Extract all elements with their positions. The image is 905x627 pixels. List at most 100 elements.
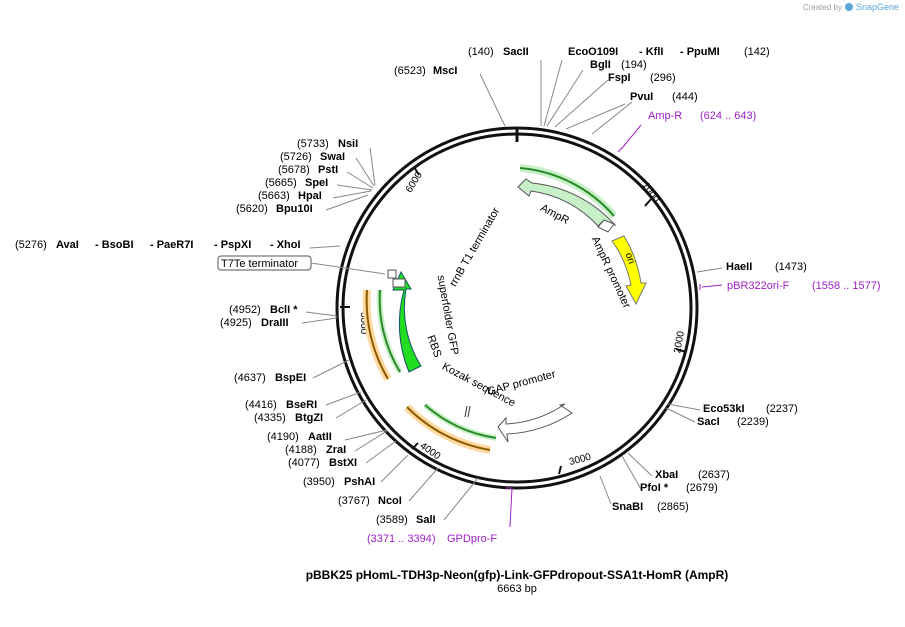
site-pshai-pos: (3950) [303,476,335,488]
site-bspei: BspEI [275,372,306,384]
site-spei: SpeI [305,177,328,189]
tick-label-2000: 2000 [672,330,687,354]
gap-promoter-arrow[interactable] [497,403,573,443]
site-pfoi: PfoI * [640,482,669,494]
tick-mark-6000 [413,166,420,176]
site-bseri-pos: (4416) [245,399,277,411]
site-psti: PstI [318,164,338,176]
site-bgli-pos: (194) [621,59,647,71]
site-nsii: NsiI [338,138,358,150]
credit-brand: SnapGene [855,2,899,12]
site-xbai: XbaI [655,469,678,481]
site-bpu10i-pos: (5620) [236,203,268,215]
site-snabi-pos: (2865) [657,501,689,513]
primer-pbr322ori-leader [699,284,723,290]
site-pspxi: - PspXI [214,239,251,251]
restriction-sites: (140) SacII EcoO109I - KflI - PpuMI (142… [15,46,807,526]
site-swai: SwaI [320,151,345,163]
primer-amp-r-leader [617,124,642,153]
site-sali: SalI [416,514,436,526]
site-pfoi-pos: (2679) [686,482,718,494]
rrnb-terminator-box[interactable] [392,278,406,288]
site-draiii: DraIII [261,317,289,329]
site-saci-pos: (2239) [737,416,769,428]
site-xbai-pos: (2637) [698,469,730,481]
orange-bottom-highlight-arc [404,404,491,454]
tick-mark-2000 [675,348,687,353]
site-avai-pos: (5276) [15,239,47,251]
primers: Amp-R (624 .. 643) pBR322ori-F (1558 .. … [367,110,881,545]
site-ppumi: - PpuMI [680,46,720,58]
site-ppumi-pos: (142) [744,46,770,58]
site-draiii-pos: (4925) [220,317,252,329]
site-spei-pos: (5665) [265,177,297,189]
site-msci: MscI [433,65,457,77]
tick-mark-4000 [411,442,419,450]
site-bgli: BglI [590,59,611,71]
primer-gpdpro-name: GPDpro-F [447,533,497,545]
kozak-marker [464,405,468,418]
site-leaders [301,59,723,521]
features: AmpR AmpR promoter ori GAP promoter Koza… [362,164,647,454]
site-eco53ki: Eco53kI [703,403,745,415]
ampr-feature-label: AmpR [538,202,571,227]
site-bspei-pos: (4637) [234,372,266,384]
tick-mark-3000 [558,465,562,475]
rbs-feature-label: RBS [424,334,443,359]
site-btgzi: BtgZI [295,412,323,424]
rrnb-terminator-label: rrnB T1 terminator [447,205,502,288]
tick-label-5000: 5000 [358,312,369,335]
site-bstxi-pos: (4077) [288,457,320,469]
primer-amp-r-name: Amp-R [648,110,682,122]
inner-left-line-arc [378,289,401,373]
plasmid-length: 6663 bp [497,583,537,595]
credit-prefix: Created by [802,2,842,12]
site-ecoo109i: EcoO109I [568,46,618,58]
tick-mark-1000 [644,197,653,207]
site-bseri: BseRI [286,399,317,411]
primer-amp-r-range: (624 .. 643) [700,110,756,122]
superfolder-gfp-arrow[interactable] [392,270,422,373]
site-aatii: AatII [308,431,332,443]
site-hpai-pos: (5663) [258,190,290,202]
ampr-line-arc [519,167,615,217]
primer-pbr322ori-name: pBR322ori-F [727,280,790,292]
site-haeii: HaeII [726,261,752,273]
ori-feature-arrow[interactable] [611,235,647,306]
primer-gpdpro-leader [506,487,513,528]
site-saci: SacI [697,416,720,428]
site-bcli: BclI * [270,304,298,316]
site-eco53ki-pos: (2237) [766,403,798,415]
t7te-terminator-label: T7Te terminator [221,258,298,270]
t7te-leader [310,262,386,275]
orange-left-line-arc [365,289,389,380]
site-bcli-pos: (4952) [229,304,261,316]
site-msci-pos: (6523) [394,65,426,77]
site-xhoi: - XhoI [270,239,301,251]
backbone-outer-circle [335,126,699,490]
site-psti-pos: (5678) [278,164,310,176]
site-haeii-pos: (1473) [775,261,807,273]
site-hpai: HpaI [298,190,322,202]
site-zrai-pos: (4188) [285,444,317,456]
site-bstxi: BstXI [329,457,357,469]
site-ncoi-pos: (3767) [338,495,370,507]
site-avai: AvaI [56,239,79,251]
site-fspi-pos: (296) [650,72,676,84]
site-pvui-pos: (444) [672,91,698,103]
plasmid-name: pBBK25 pHomL-TDH3p-Neon(gfp)-Link-GFPdro… [306,568,729,582]
t7te-marker [387,269,397,279]
site-kfli: - KflI [639,46,663,58]
site-aatii-pos: (4190) [267,431,299,443]
primer-gpdpro-range: (3371 .. 3394) [367,533,436,545]
site-fspi: FspI [608,72,631,84]
site-bpu10i: Bpu10I [276,203,313,215]
site-paer7i: - PaeR7I [150,239,193,251]
site-zrai: ZraI [326,444,346,456]
orange-bottom-line-arc [406,406,491,451]
site-bsobi: - BsoBI [95,239,134,251]
ori-feature-label: ori [623,251,637,265]
green-bottom-line-arc [424,404,497,439]
ampr-promoter-arrow[interactable] [597,219,615,233]
